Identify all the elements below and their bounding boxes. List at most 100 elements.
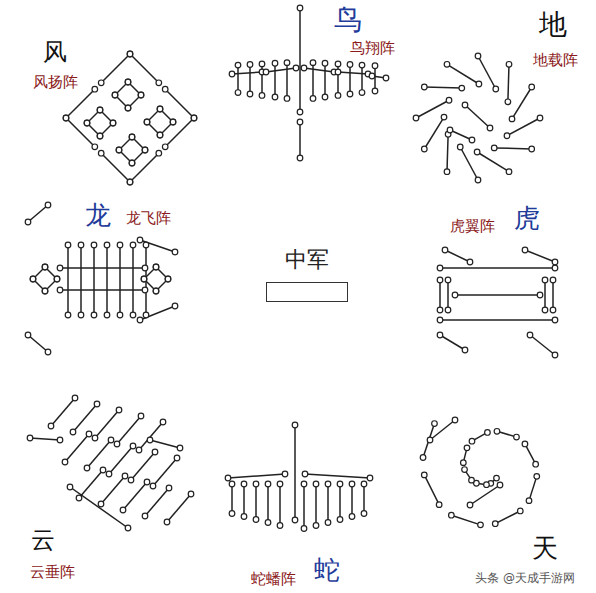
formation-stroke	[450, 130, 472, 140]
soldier-dot	[478, 522, 484, 528]
formation-stroke	[30, 438, 60, 440]
soldier-dot	[229, 71, 235, 77]
formation-stroke	[477, 152, 509, 172]
soldier-dot	[247, 91, 253, 97]
soldier-dot	[313, 481, 319, 487]
soldier-dot	[98, 80, 104, 86]
soldier-dot	[152, 449, 158, 455]
soldier-dot	[447, 127, 453, 133]
soldier-dot	[142, 265, 148, 271]
soldier-dot	[445, 307, 451, 313]
soldier-dot	[537, 115, 543, 121]
soldier-dot	[504, 133, 510, 139]
soldier-dot	[421, 472, 427, 478]
soldier-dot	[542, 307, 548, 313]
formation-stroke	[101, 54, 130, 83]
soldier-dot	[30, 276, 36, 282]
center-rect	[266, 282, 348, 302]
soldier-dot	[42, 264, 48, 270]
soldier-dot	[84, 120, 90, 126]
formation-char: 鸟	[334, 5, 362, 36]
soldier-dot	[526, 498, 532, 504]
soldier-dot	[462, 102, 468, 108]
soldier-dot	[552, 317, 558, 323]
soldier-dot	[462, 467, 468, 473]
soldier-dot	[78, 242, 84, 248]
formation-stroke	[132, 245, 134, 315]
soldier-dot	[129, 134, 135, 140]
soldier-dot	[493, 86, 499, 92]
soldier-dot	[322, 94, 328, 100]
soldier-dot	[128, 477, 134, 483]
soldier-dot	[165, 276, 171, 282]
formation-char: 虎	[514, 204, 540, 233]
soldier-dot	[108, 437, 114, 443]
soldier-dot	[437, 277, 443, 283]
soldier-dot	[116, 407, 122, 413]
formation-name: 鸟翔阵	[350, 40, 395, 57]
soldier-dot	[359, 90, 365, 96]
formation-stroke	[87, 440, 111, 468]
soldier-dot	[265, 520, 271, 526]
formation-stroke	[165, 89, 194, 118]
soldier-dot	[65, 312, 71, 318]
soldier-dot	[144, 119, 150, 125]
soldier-dot	[359, 62, 365, 68]
formation-stroke	[465, 105, 490, 128]
soldier-dot	[112, 92, 118, 98]
soldier-dot	[138, 92, 144, 98]
formation-name: 蛇蟠阵	[251, 571, 296, 588]
soldier-dot	[441, 114, 447, 120]
soldier-dot	[337, 481, 343, 487]
soldier-dot	[361, 511, 367, 517]
formation-stroke	[304, 68, 334, 72]
soldier-dot	[420, 455, 426, 461]
soldier-dot	[153, 288, 159, 294]
formation-stroke	[327, 484, 329, 523]
soldier-dot	[461, 460, 467, 466]
soldier-dot	[174, 455, 180, 461]
soldier-dot	[550, 307, 556, 313]
soldier-dot	[301, 481, 307, 487]
formation-stroke	[440, 335, 465, 350]
formation-stroke	[140, 240, 175, 252]
soldier-dot	[457, 144, 463, 150]
formation-stroke	[28, 335, 48, 352]
formation-stroke	[130, 54, 159, 83]
soldier-dot	[112, 92, 118, 98]
formation-stroke	[131, 452, 155, 480]
soldier-dot	[272, 94, 278, 100]
soldier-dot	[165, 276, 171, 282]
soldier-dot	[301, 65, 307, 71]
soldier-dot	[335, 61, 341, 67]
soldier-dot	[63, 115, 69, 121]
soldier-dot	[143, 312, 149, 318]
soldier-dot	[442, 247, 448, 253]
formation-stroke	[529, 476, 537, 500]
formation-stroke	[495, 511, 520, 524]
soldier-dot	[84, 120, 90, 126]
soldier-dot	[552, 265, 558, 271]
soldier-dot	[475, 177, 481, 183]
formation-stroke	[145, 488, 169, 516]
formation-stroke	[249, 65, 251, 95]
soldier-dot	[337, 517, 343, 523]
soldier-dot	[188, 491, 194, 497]
soldier-dot	[125, 79, 131, 85]
soldier-dot	[491, 145, 497, 151]
formation-stroke	[101, 476, 125, 504]
soldier-dot	[509, 116, 515, 122]
soldier-dot	[292, 422, 298, 428]
soldier-dot	[42, 288, 48, 294]
soldier-dot	[125, 525, 131, 531]
formation-stroke	[324, 63, 326, 97]
soldier-dot	[284, 60, 290, 66]
formation-stroke	[255, 484, 257, 520]
soldier-dot	[136, 447, 142, 453]
soldier-dot	[97, 133, 103, 139]
formation-stroke	[139, 422, 163, 450]
formation-stroke	[117, 416, 141, 444]
formation-stroke	[66, 89, 95, 118]
soldier-dot	[292, 517, 298, 523]
formation-stroke	[338, 72, 368, 74]
